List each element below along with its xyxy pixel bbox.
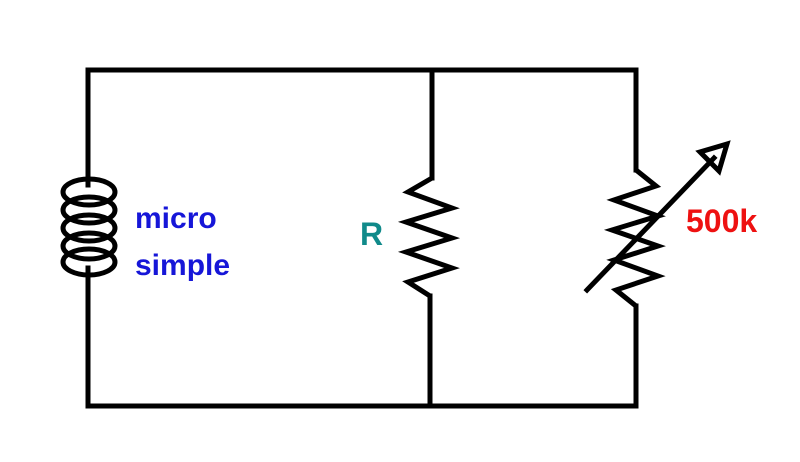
resistor-symbol	[397, 175, 461, 299]
coil-loop	[60, 230, 118, 262]
wires	[85, 67, 639, 409]
variable-resistor-label: 500k	[686, 203, 757, 239]
coil-loop	[60, 176, 118, 208]
resistor-label: R	[360, 216, 383, 252]
variable-resistor-arrow-shaft	[583, 154, 718, 294]
coil-loop	[60, 194, 118, 226]
variable-resistor-symbol	[583, 140, 731, 309]
arrow-head-icon	[695, 140, 731, 176]
inductor-symbol	[60, 176, 118, 278]
coil-loop	[60, 246, 118, 278]
inductor-label-line1: micro	[135, 202, 217, 235]
coil-loop	[60, 212, 118, 244]
inductor-label-line2: simple	[135, 249, 230, 282]
